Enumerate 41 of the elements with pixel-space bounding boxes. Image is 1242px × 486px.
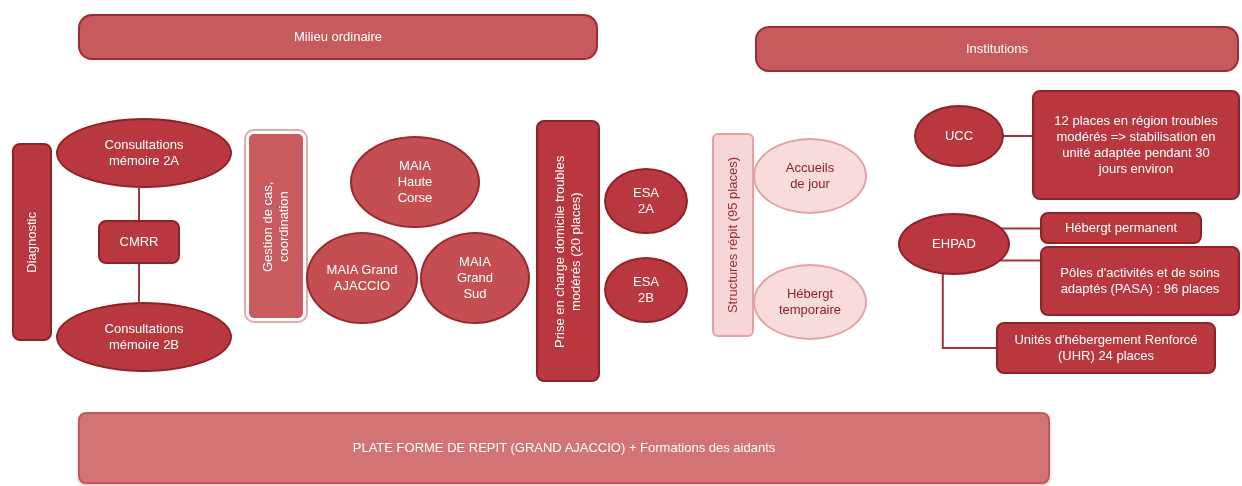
- node-label: Diagnostic: [23, 211, 40, 273]
- connector-line: [1000, 227, 1041, 230]
- node-label: PLATE FORME DE REPIT (GRAND AJACCIO) + Formations des aidants: [352, 439, 776, 457]
- node-label: Hébergt temporaire: [777, 285, 843, 319]
- node-label: ESA 2B: [632, 273, 660, 307]
- rounded-box: [712, 133, 754, 337]
- node-label: 12 places en région troubles modérés => stabilisation en unité adaptée pendant 30 jours environ: [1053, 112, 1219, 178]
- rounded-box: [78, 412, 1050, 484]
- rounded-box: [1040, 246, 1240, 316]
- node-label: Accueils de jour: [784, 159, 836, 193]
- node-label: Hébergt permanent: [1065, 219, 1177, 237]
- connector-line: [138, 187, 140, 221]
- node-label: Pôles d'activités et de soins adaptés (PASA) : 96 places: [1059, 264, 1221, 298]
- node-label: Prise en charge domicile troubles modérés (20 places): [551, 153, 584, 350]
- rounded-box: [1032, 90, 1240, 200]
- node-label: Gestion de cas, coordination: [259, 179, 292, 274]
- connector-line: [999, 259, 1041, 262]
- connector-line: [941, 272, 997, 349]
- rounded-box: [996, 322, 1216, 374]
- rounded-box: [536, 120, 600, 382]
- header-band: [78, 14, 598, 60]
- node-label: EHPAD: [932, 235, 976, 253]
- node-label: MAIA Grand Sud: [455, 253, 495, 303]
- node-label: MAIA Haute Corse: [396, 157, 434, 207]
- node-label: CMRR: [119, 233, 159, 251]
- node-label: MAIA Grand AJACCIO: [325, 261, 399, 295]
- node-label: Milieu ordinaire: [293, 28, 383, 46]
- connector-line: [138, 263, 140, 303]
- connector-line: [1002, 135, 1033, 137]
- rounded-box: [12, 143, 52, 341]
- node-label: ESA 2A: [632, 184, 660, 218]
- header-band: [755, 26, 1239, 72]
- node-label: Consultations mémoire 2A: [103, 136, 185, 170]
- node-label: UCC: [944, 127, 974, 145]
- rounded-box: [246, 131, 306, 321]
- node-label: Institutions: [965, 40, 1029, 58]
- node-label: Consultations mémoire 2B: [103, 320, 185, 354]
- node-label: Structures répit (95 places): [724, 156, 741, 314]
- rounded-box: [1040, 212, 1202, 244]
- rounded-box: [98, 220, 180, 264]
- node-label: Unités d'hébergement Renforcé (UHR) 24 places: [1013, 331, 1199, 365]
